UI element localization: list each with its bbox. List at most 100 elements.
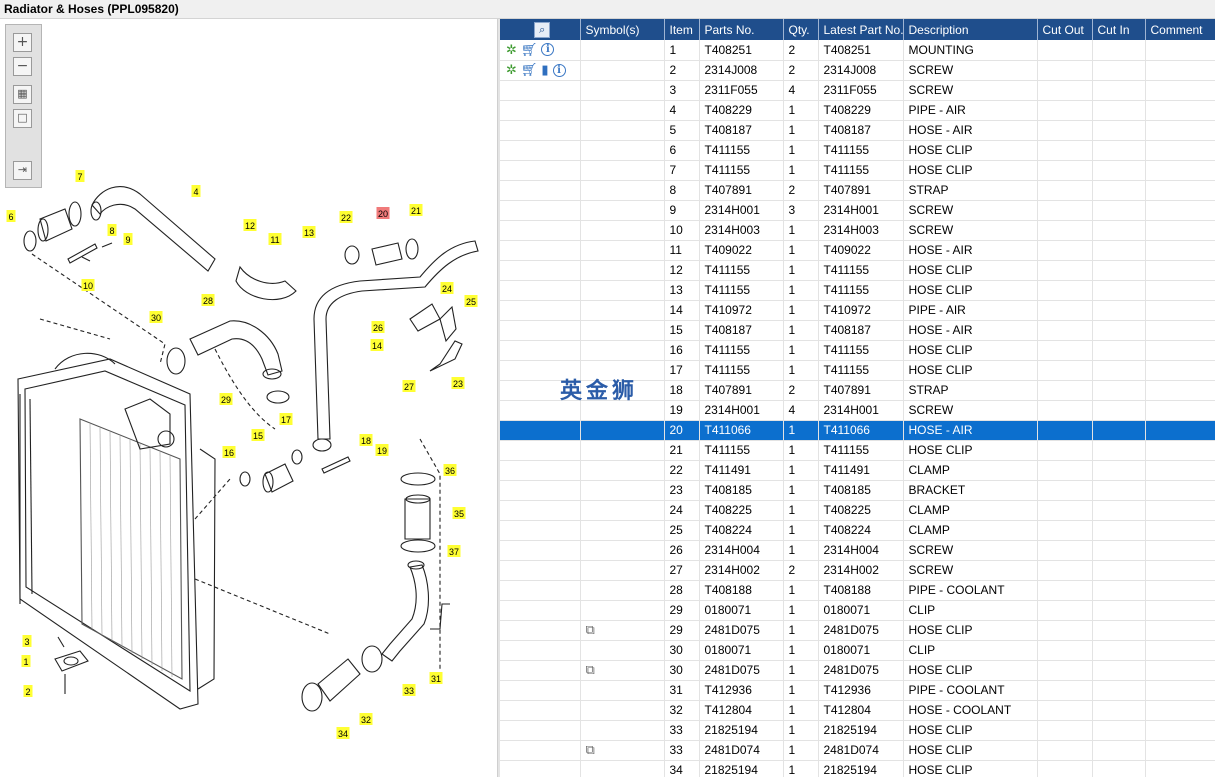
- callout-23[interactable]: 23: [451, 377, 465, 389]
- column-header-cut-out[interactable]: Cut Out: [1037, 19, 1093, 40]
- callout-30[interactable]: 30: [149, 311, 163, 323]
- zoom-in-icon[interactable]: +: [13, 33, 32, 52]
- callout-13[interactable]: 13: [302, 226, 316, 238]
- callout-12[interactable]: 12: [243, 219, 257, 231]
- info-icon[interactable]: i: [552, 63, 566, 77]
- book-search-icon[interactable]: ⧉: [585, 742, 595, 757]
- callout-29[interactable]: 29: [219, 393, 233, 405]
- cart-icon[interactable]: 🛒︎: [520, 41, 538, 57]
- callout-27[interactable]: 27: [402, 380, 416, 392]
- callout-34[interactable]: 34: [336, 727, 350, 739]
- callout-25[interactable]: 25: [464, 295, 478, 307]
- info-icon[interactable]: i: [541, 43, 555, 57]
- callout-16[interactable]: 16: [222, 446, 236, 458]
- search-column-header[interactable]: ⌕: [500, 19, 581, 40]
- callout-4[interactable]: 4: [191, 185, 201, 197]
- callout-11[interactable]: 11: [268, 233, 282, 245]
- document-icon[interactable]: ▮: [541, 62, 549, 77]
- callout-2[interactable]: 2: [23, 685, 33, 697]
- column-header-symbols[interactable]: Symbol(s): [580, 19, 665, 40]
- callout-32[interactable]: 32: [359, 713, 373, 725]
- book-search-icon[interactable]: ⧉: [585, 622, 595, 637]
- callout-1[interactable]: 1: [21, 655, 31, 667]
- callout-31[interactable]: 31: [429, 672, 443, 684]
- callout-26[interactable]: 26: [371, 321, 385, 333]
- callout-19[interactable]: 19: [375, 444, 389, 456]
- callout-37[interactable]: 37: [447, 545, 461, 557]
- column-header-comment[interactable]: Comment: [1145, 19, 1215, 40]
- callout-22[interactable]: 22: [339, 211, 353, 223]
- callout-24[interactable]: 24: [440, 282, 454, 294]
- callout-33[interactable]: 33: [402, 684, 416, 696]
- column-header-qty[interactable]: Qty.: [783, 19, 819, 40]
- column-header-description[interactable]: Description: [903, 19, 1038, 40]
- callout-18[interactable]: 18: [359, 434, 373, 446]
- pane-splitter[interactable]: [497, 19, 500, 777]
- callout-36[interactable]: 36: [443, 464, 457, 476]
- cart-icon[interactable]: 🛒︎: [520, 62, 538, 77]
- column-header-item[interactable]: Item: [664, 19, 700, 40]
- callout-17[interactable]: 17: [279, 413, 293, 425]
- zoom-out-icon[interactable]: −: [13, 57, 32, 76]
- callout-14[interactable]: 14: [370, 339, 384, 351]
- gear-icon[interactable]: ✲: [506, 62, 517, 77]
- column-header-cut-in[interactable]: Cut In: [1092, 19, 1146, 40]
- column-header-latest-part-no[interactable]: Latest Part No.: [818, 19, 904, 40]
- actual-size-icon[interactable]: □: [13, 109, 32, 128]
- callout-35[interactable]: 35: [452, 507, 466, 519]
- column-header-parts-no[interactable]: Parts No.: [699, 19, 784, 40]
- callout-7[interactable]: 7: [75, 170, 85, 182]
- magnify-icon[interactable]: ⌕: [534, 21, 551, 38]
- callout-3[interactable]: 3: [22, 635, 32, 647]
- callout-10[interactable]: 10: [81, 279, 95, 291]
- book-search-icon[interactable]: ⧉: [585, 662, 595, 677]
- callout-8[interactable]: 8: [107, 224, 117, 236]
- callout-6[interactable]: 6: [6, 210, 16, 222]
- callout-28[interactable]: 28: [201, 294, 215, 306]
- gear-icon[interactable]: ✲: [506, 41, 517, 57]
- callout-15[interactable]: 15: [251, 429, 265, 441]
- callout-9[interactable]: 9: [123, 233, 133, 245]
- fit-grid-icon[interactable]: ▦: [13, 85, 32, 104]
- callout-21[interactable]: 21: [409, 204, 423, 216]
- panel-arrow-icon[interactable]: ⇥: [13, 161, 32, 180]
